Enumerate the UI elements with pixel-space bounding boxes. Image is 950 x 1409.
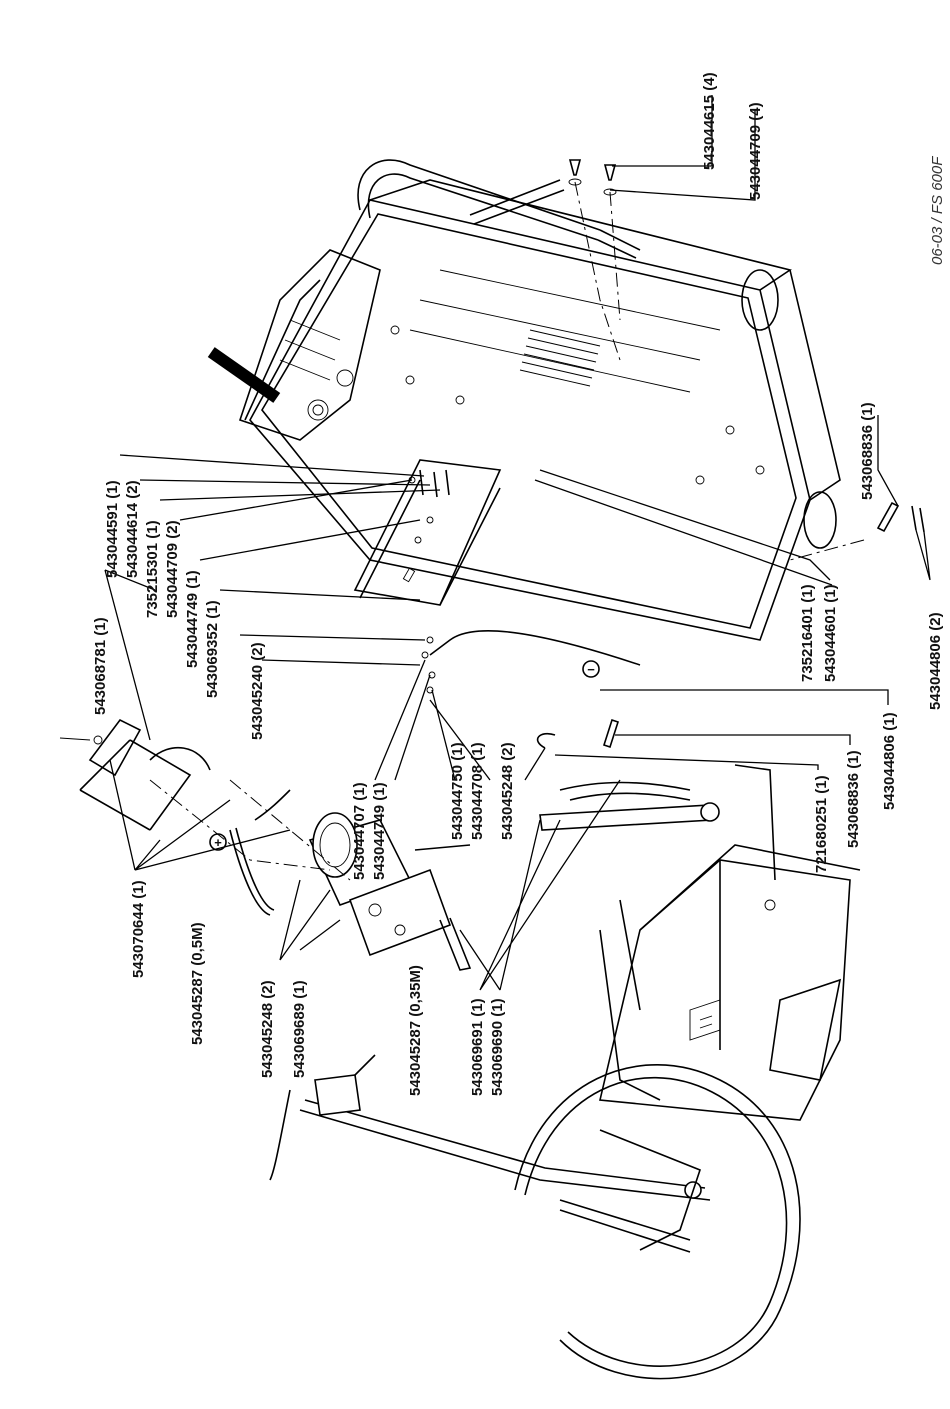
saw-blade (514, 1064, 801, 1380)
part-label: 543068836 (1) (845, 750, 862, 848)
part-label: 735215301 (1) (144, 520, 161, 618)
part-label: 543069691 (1) (469, 998, 486, 1096)
part-label: 543044615 (4) (701, 72, 718, 170)
part-label: 543068781 (1) (92, 617, 109, 715)
bolt-group-mid (408, 469, 450, 694)
front-axle-assembly (559, 899, 691, 1253)
mounting-bracket (353, 459, 502, 606)
part-label: 543045287 (0,5M) (189, 922, 206, 1045)
document-code: 06-03 / FS 600F (929, 156, 946, 265)
hydraulic-pump (308, 812, 472, 971)
leader-lines (104, 95, 931, 991)
part-label: 543044806 (1) (881, 712, 898, 810)
part-label: 735216401 (1) (799, 584, 816, 682)
small-fasteners (408, 159, 925, 749)
push-handle (357, 159, 641, 259)
part-label: 543068836 (1) (859, 402, 876, 500)
minus-terminal-marker: − (582, 660, 600, 678)
blade-guard (599, 764, 861, 1121)
part-label: 543044707 (1) (351, 782, 368, 880)
part-label: 721680251 (1) (813, 775, 830, 873)
plus-symbol: + (214, 835, 222, 850)
part-labels: 543044615 (4) 543044709 (4) 543068836 (1… (92, 72, 944, 1096)
part-label: 543045240 (2) (249, 642, 266, 740)
part-label: 543044709 (2) (164, 520, 181, 618)
part-label: 543044749 (1) (184, 570, 201, 668)
part-label: 543069689 (1) (291, 980, 308, 1078)
bolt-group-top (568, 159, 617, 196)
part-label: 543045287 (0,35M) (407, 965, 424, 1096)
part-label: 543069690 (1) (489, 998, 506, 1096)
minus-symbol: − (587, 662, 595, 677)
part-label: 543044601 (1) (822, 584, 839, 682)
part-label: 543069352 (1) (204, 600, 221, 698)
saw-machine-drawing: + − (59, 159, 925, 1380)
part-label: 543044591 (1) (104, 480, 121, 578)
part-label: 543044749 (1) (371, 782, 388, 880)
part-label: 543070644 (1) (130, 880, 147, 978)
hydraulic-hoses (229, 789, 471, 916)
part-label: 543044708 (1) (469, 742, 486, 840)
part-label: 543044750 (1) (449, 742, 466, 840)
part-label: 543044614 (2) (124, 480, 141, 578)
part-label: 543044806 (2) (927, 612, 944, 710)
front-pointer (269, 1054, 711, 1251)
engine-block (207, 249, 381, 441)
rear-wheels (741, 269, 837, 549)
part-label: 543045248 (2) (259, 980, 276, 1078)
control-switch (59, 718, 211, 831)
part-label: 543044709 (4) (747, 102, 764, 200)
vent-slots (519, 329, 601, 387)
part-label: 543045248 (2) (499, 742, 516, 840)
hydraulic-cylinder (429, 630, 720, 831)
